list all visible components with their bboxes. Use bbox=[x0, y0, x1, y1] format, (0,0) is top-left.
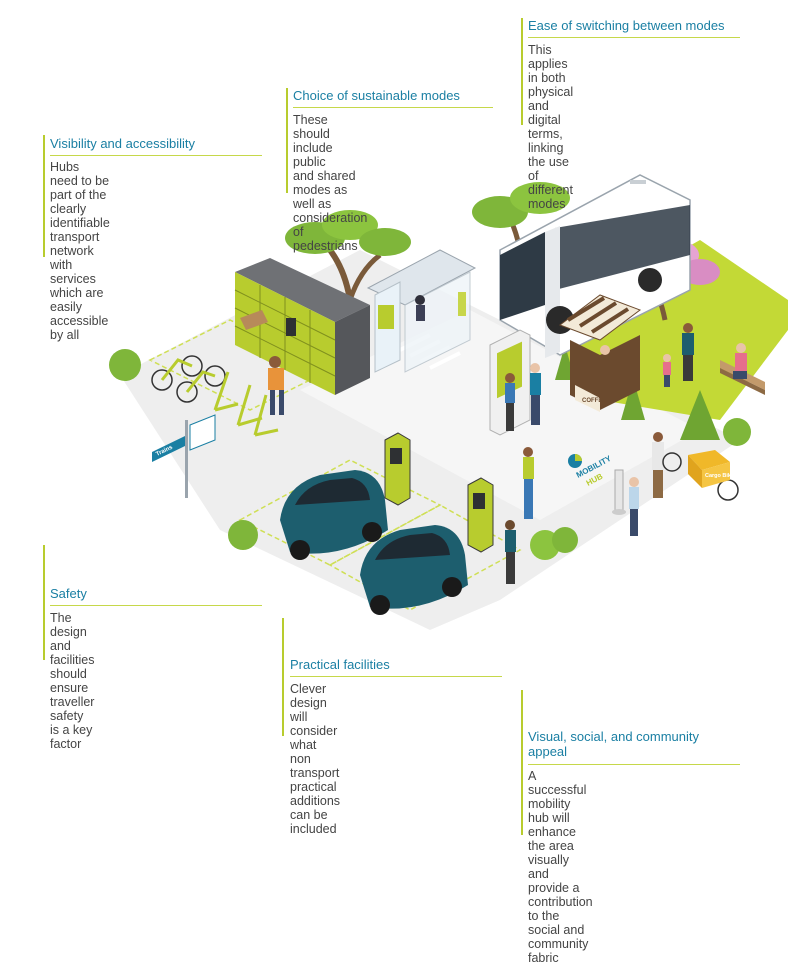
callout-visibility-title: Visibility and accessibility bbox=[50, 136, 195, 151]
bus bbox=[499, 174, 691, 358]
callout-safety-body-line: factor bbox=[50, 737, 82, 751]
callout-sustainable-title: Choice of sustainable modes bbox=[293, 88, 460, 103]
cargo-bike-label: Cargo Bikes bbox=[705, 473, 737, 479]
person-charging bbox=[505, 520, 516, 584]
callout-community-body: A successful mobility hub will enhance t… bbox=[528, 769, 593, 965]
callout-switching-line bbox=[521, 18, 523, 125]
callout-practical-body-line: Clever design will consider what bbox=[290, 682, 338, 752]
callout-visibility-body: Hubs need to be part of the clearly iden… bbox=[50, 160, 110, 342]
callout-practical-body-line: can be included bbox=[290, 808, 337, 836]
mobility-hub-illustration: COFFEE Trains bbox=[109, 174, 788, 630]
callout-switching-body-line: digital terms, linking the use of bbox=[528, 113, 570, 183]
e-scooters bbox=[213, 371, 279, 437]
cargo-bike: Cargo Bikes bbox=[662, 450, 739, 501]
callout-sustainable-line bbox=[286, 88, 288, 193]
callout-practical-title: Practical facilities bbox=[290, 657, 390, 672]
callout-visibility-body-line: clearly identifiable transport bbox=[50, 202, 110, 244]
ev-charger-2 bbox=[467, 477, 494, 553]
bus-shelter bbox=[366, 249, 477, 373]
callout-safety-body: The design and facilities should ensure … bbox=[50, 611, 94, 751]
callout-sustainable-body-line: These should include public bbox=[293, 113, 333, 169]
electric-car-2 bbox=[360, 525, 468, 615]
callout-community-divider bbox=[528, 764, 740, 765]
callout-safety-body-line: The design and facilities should bbox=[50, 611, 95, 681]
callout-sustainable-body-line: consideration of pedestrians bbox=[293, 211, 368, 253]
callout-community-body-line: social and community fabric bbox=[528, 923, 589, 965]
callout-switching-body-line: different modes bbox=[528, 183, 573, 211]
callout-practical-divider bbox=[290, 676, 502, 677]
callout-community-line bbox=[521, 690, 523, 835]
callout-community-body-line: A successful mobility hub will bbox=[528, 769, 587, 825]
parent-walking bbox=[682, 323, 694, 381]
callout-safety-line bbox=[43, 545, 45, 660]
callout-community-title: Visual, social, and community appeal bbox=[528, 729, 699, 759]
callout-community-title-line: Visual, social, and community bbox=[528, 729, 700, 744]
callout-community-body-line: provide a contribution to the bbox=[528, 881, 593, 923]
coffee-kiosk: COFFEE bbox=[558, 294, 642, 412]
person-at-sanitiser bbox=[629, 477, 639, 536]
child-walking bbox=[663, 354, 671, 387]
ev-charger-1 bbox=[384, 432, 411, 506]
person-walking-plaza bbox=[523, 447, 534, 519]
callout-visibility-body-line: network with services which are bbox=[50, 244, 104, 300]
callout-sustainable-body-line: and shared modes as well as bbox=[293, 169, 356, 211]
callout-visibility-line bbox=[43, 135, 45, 257]
parcel-lockers bbox=[234, 258, 370, 395]
callout-community-body-line: enhance the area visually and bbox=[528, 825, 576, 881]
callout-sustainable-divider bbox=[293, 107, 493, 108]
callout-switching-body-line: This applies in both physical and bbox=[528, 43, 574, 113]
tree-left bbox=[285, 210, 411, 301]
person-at-totem-2 bbox=[530, 363, 541, 425]
sanitiser-stand bbox=[612, 469, 626, 515]
electric-car-1 bbox=[280, 470, 388, 560]
person-on-bench bbox=[733, 343, 747, 379]
callout-safety-title: Safety bbox=[50, 586, 87, 601]
callout-practical-line bbox=[282, 618, 284, 736]
callout-visibility-divider bbox=[50, 155, 262, 156]
bike-share bbox=[151, 355, 226, 403]
callout-community-title-line: appeal bbox=[528, 744, 568, 759]
callout-practical-body-line: non transport practical additions bbox=[290, 752, 341, 808]
callout-visibility-body-line: Hubs need to be part of the bbox=[50, 160, 110, 202]
scooter-rider bbox=[268, 356, 284, 415]
callout-safety-body-line: ensure traveller safety is a key bbox=[50, 681, 95, 737]
callout-switching-title: Ease of switching between modes bbox=[528, 18, 725, 33]
callout-switching-body: This applies in both physical and digita… bbox=[528, 43, 573, 211]
pedestrians bbox=[505, 323, 747, 584]
callout-practical-body: Clever design will consider what non tra… bbox=[290, 682, 340, 836]
callout-safety-divider bbox=[50, 605, 262, 606]
person-with-phone bbox=[652, 432, 664, 498]
callout-switching-divider bbox=[528, 37, 740, 38]
callout-sustainable-body: These should include public and shared m… bbox=[293, 113, 367, 253]
coffee-sign: COFFEE bbox=[582, 398, 606, 404]
callout-visibility-body-line: easily accessible by all bbox=[50, 300, 109, 342]
person-at-totem-1 bbox=[505, 373, 515, 431]
